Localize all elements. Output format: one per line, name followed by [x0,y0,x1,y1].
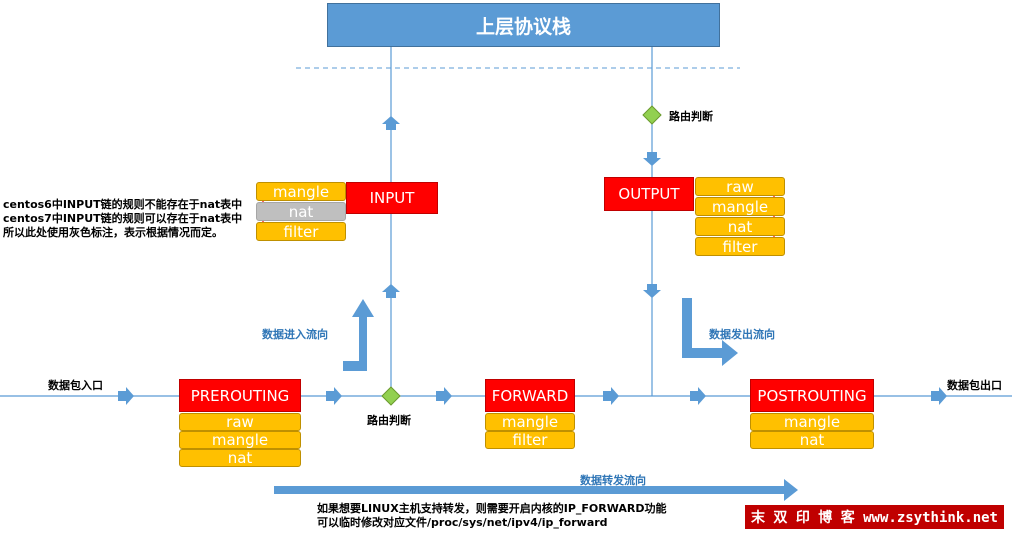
note-line: 可以临时修改对应文件/proc/sys/net/ipv4/ip_forward [317,516,608,529]
input-table-nat: nat [256,202,346,221]
postrouting-chain: POSTROUTING [750,379,874,412]
arrow-right [931,387,947,405]
output-table-raw: raw [695,177,785,196]
arrow-right [603,387,619,405]
arrow-down [643,152,661,166]
forward-chain: FORWARD [485,379,575,412]
input-table-mangle: mangle [256,182,346,201]
data-in-big-arrow [343,299,374,371]
arrow-right [436,387,452,405]
data-out-flow-label: 数据发出流向 [709,328,775,341]
packet-entry-label: 数据包入口 [48,379,103,392]
forward-flow-label: 数据转发流向 [580,474,646,487]
forward-table-filter: filter [485,431,575,449]
input-chain: INPUT [346,182,438,214]
flow-arrows [118,116,947,405]
output-table-nat: nat [695,217,785,236]
input-nat-note: centos6中INPUT链的规则不能存在于nat表中 centos7中INPU… [3,198,242,240]
forward-note: 如果想要LINUX主机支持转发，则需要开启内核的IP_FORWARD功能 可以临… [317,502,666,530]
route-decision-label-top: 路由判断 [669,110,713,123]
forward-flow-arrow [274,479,798,501]
route-decision-diamond [381,386,401,406]
site-watermark: 末 双 印 博 客 www.zsythink.net [744,505,1004,529]
note-line: 如果想要LINUX主机支持转发，则需要开启内核的IP_FORWARD功能 [317,502,667,515]
data-in-flow-label: 数据进入流向 [262,328,328,341]
input-table-filter: filter [256,222,346,241]
prerouting-chain: PREROUTING [179,379,301,412]
note-line: centos6中INPUT链的规则不能存在于nat表中 [3,198,243,211]
arrow-down [643,284,661,298]
arrow-right [118,387,134,405]
postrouting-table-mangle: mangle [750,413,874,431]
output-table-filter: filter [695,237,785,256]
upper-protocol-stack: 上层协议栈 [327,3,720,47]
postrouting-table-nat: nat [750,431,874,449]
output-table-mangle: mangle [695,197,785,216]
route-decision-diamond [642,105,662,125]
note-line: 所以此处使用灰色标注，表示根据情况而定。 [3,226,223,239]
prerouting-table-nat: nat [179,449,301,467]
prerouting-table-raw: raw [179,413,301,431]
arrow-up [382,116,400,130]
forward-table-mangle: mangle [485,413,575,431]
prerouting-table-mangle: mangle [179,431,301,449]
arrow-right [326,387,342,405]
output-chain: OUTPUT [604,177,694,211]
note-line: centos7中INPUT链的规则可以存在于nat表中 [3,212,243,225]
route-decision-label-mid: 路由判断 [367,414,411,427]
data-out-big-arrow [682,298,738,366]
arrow-up [382,284,400,298]
packet-exit-label: 数据包出口 [947,379,1002,392]
arrow-right [690,387,706,405]
